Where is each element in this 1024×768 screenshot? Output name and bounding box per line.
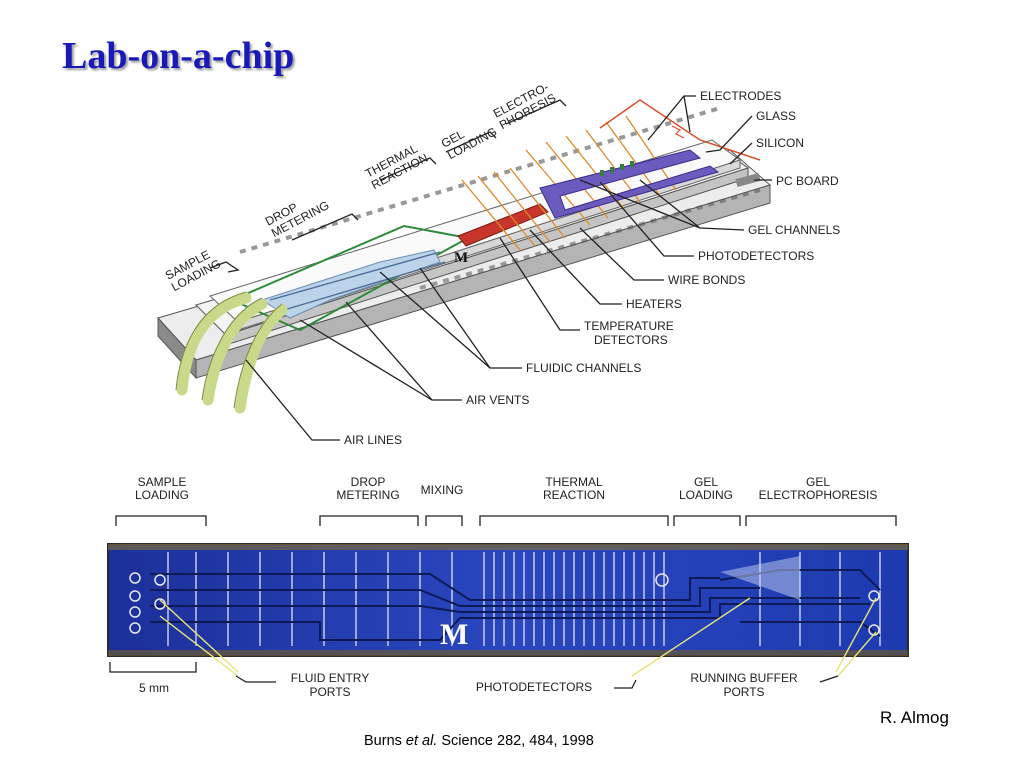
m-logo-top: M [454, 250, 468, 266]
electrode-lead [599, 99, 761, 161]
isometric-chip-diagram: M SAMPLE LOADING DR [157, 80, 840, 447]
photo-stage-label: THERMAL [545, 475, 603, 489]
photo-stage-label: METERING [336, 488, 399, 502]
label-temperature: TEMPERATURE [584, 319, 674, 333]
top-stage-brackets [209, 99, 567, 273]
citation-authors: Burns [364, 733, 406, 749]
slide-title: Lab-on-a-chip [62, 35, 295, 77]
citation: Burns et al. Science 282, 484, 1998 [364, 733, 594, 749]
heater-strip [457, 203, 549, 247]
m-logo-photo: M [440, 618, 468, 651]
citation-reference: Science 282, 484, 1998 [437, 733, 594, 749]
photo-port-leaders [159, 597, 877, 677]
label-detectors: DETECTORS [594, 333, 668, 347]
fluidic-channel-region [260, 249, 441, 319]
photo-stage-label: GEL [694, 475, 718, 489]
pc-board-front [195, 184, 771, 379]
label-fluid-entry: PORTS [309, 685, 350, 699]
photo-fluidic-channels [150, 569, 881, 641]
photo-stage-label: ELECTROPHORESIS [759, 488, 878, 502]
label-photodetectors: PHOTODETECTORS [698, 249, 814, 263]
photo-stage-label: LOADING [679, 488, 733, 502]
label-glass: GLASS [756, 109, 796, 123]
photo-leader-lines [235, 675, 839, 689]
scale-bar-label: 5 mm [139, 681, 169, 695]
chip-photo-diagram: SAMPLE LOADING DROP METERING MIXING THER… [107, 475, 909, 699]
label-gel-channels: GEL CHANNELS [748, 223, 840, 237]
photodetector-pads [600, 161, 634, 176]
label-wire-bonds: WIRE BONDS [668, 273, 745, 287]
photo-stage-label: LOADING [135, 488, 189, 502]
leader-lines [245, 95, 772, 441]
label-fluid-entry: FLUID ENTRY [291, 671, 369, 685]
photo-stage-brackets [115, 515, 897, 526]
photo-stage-label: DROP [351, 475, 386, 489]
photo-stage-label: SAMPLE [138, 475, 187, 489]
photo-stage-label: GEL [806, 475, 830, 489]
photo-stage-label: REACTION [543, 488, 605, 502]
credit-text: R. Almog [880, 708, 949, 727]
label-heaters: HEATERS [626, 297, 682, 311]
scale-bar: 5 mm [109, 662, 197, 695]
label-fluidic-channels: FLUIDIC CHANNELS [526, 361, 641, 375]
label-running-buffer: RUNNING BUFFER [690, 671, 798, 685]
label-running-buffer: PORTS [723, 685, 764, 699]
label-air-vents: AIR VENTS [466, 393, 529, 407]
gel-channel [539, 149, 720, 219]
label-electrodes: ELECTRODES [700, 89, 781, 103]
label-silicon: SILICON [756, 136, 804, 150]
label-pc-board: PC BOARD [776, 174, 839, 188]
label-air-lines: AIR LINES [344, 433, 402, 447]
citation-et-al: et al. [405, 733, 438, 749]
air-line-tubes [176, 292, 288, 414]
photo-stage-label: MIXING [421, 483, 464, 497]
label-photodetectors-photo: PHOTODETECTORS [476, 680, 592, 694]
